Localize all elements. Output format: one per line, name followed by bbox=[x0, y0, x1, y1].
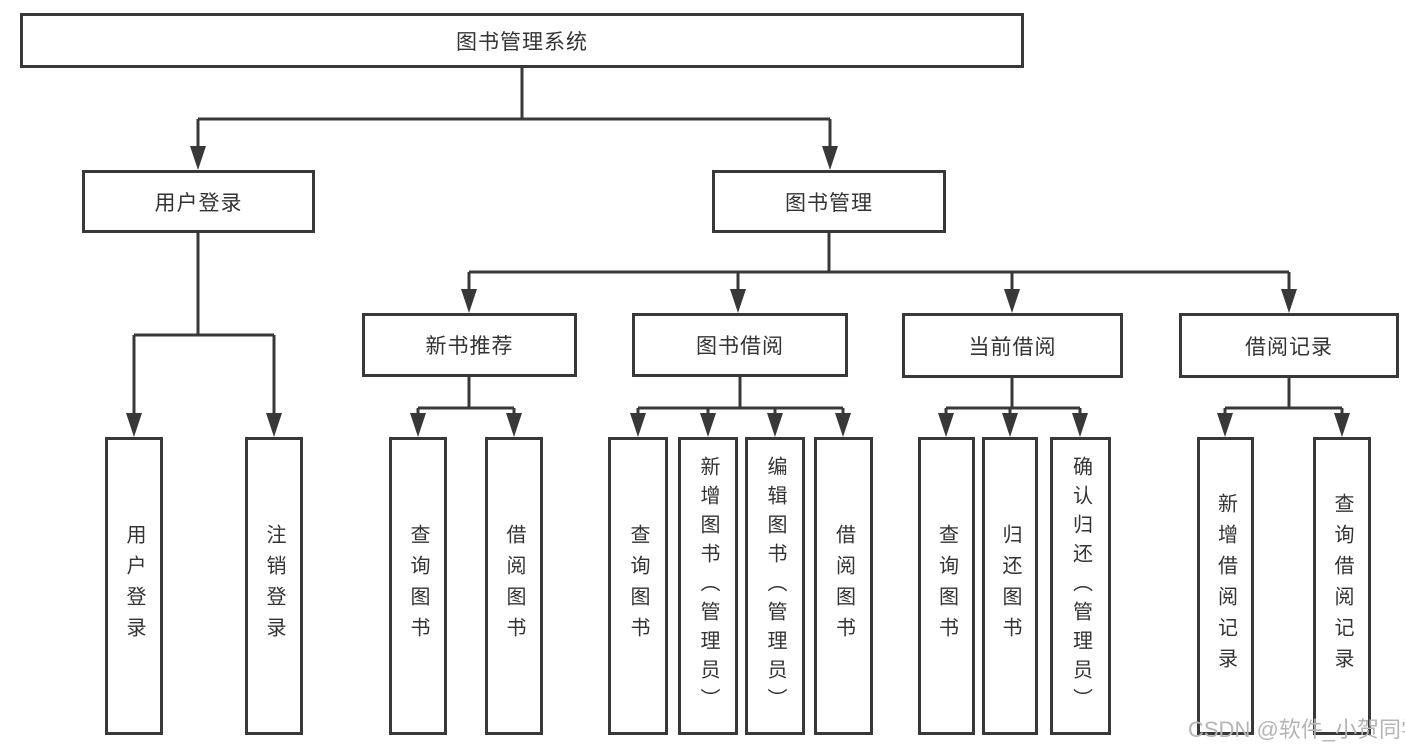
node-new-book-recommend: 新书推荐 bbox=[362, 313, 577, 377]
leaf-user-login: 用户登录 bbox=[105, 437, 163, 735]
leaf-borrowing-query-books: 查询图书 bbox=[608, 437, 668, 735]
arrowhead-icon bbox=[835, 413, 851, 437]
connector-borrowing-records-to-leaves bbox=[1223, 377, 1344, 416]
node-book-borrowing: 图书借阅 bbox=[632, 313, 848, 377]
arrowhead-icon bbox=[938, 413, 954, 437]
arrowhead-icon bbox=[461, 289, 477, 313]
arrowhead-icon bbox=[410, 413, 426, 437]
node-label: 图书管理 bbox=[785, 191, 873, 215]
leaf-label: 查询借阅记录 bbox=[1331, 493, 1353, 679]
arrowhead-icon bbox=[190, 146, 206, 170]
leaf-label: 用户登录 bbox=[123, 524, 145, 648]
connector-book-borrowing-to-leaves bbox=[636, 377, 845, 416]
arrowhead-icon bbox=[700, 413, 716, 437]
arrowhead-icon bbox=[266, 413, 282, 437]
leaf-recommend-borrow-books: 借阅图书 bbox=[485, 437, 543, 735]
arrowhead-icon bbox=[767, 413, 783, 437]
arrowhead-icon bbox=[1281, 289, 1297, 313]
node-user-login: 用户登录 bbox=[82, 170, 315, 233]
leaf-borrowing-borrow-books: 借阅图书 bbox=[814, 437, 873, 735]
leaf-label: 归还图书 bbox=[999, 524, 1021, 648]
node-borrowing-records: 借阅记录 bbox=[1179, 313, 1399, 378]
leaf-current-confirm-return-admin: 确认归还（管理员） bbox=[1050, 437, 1111, 735]
arrowhead-icon bbox=[506, 413, 522, 437]
leaf-label: 注销登录 bbox=[263, 524, 285, 648]
arrowhead-icon bbox=[1217, 413, 1233, 437]
node-label: 当前借阅 bbox=[968, 335, 1057, 359]
arrowhead-icon bbox=[630, 413, 646, 437]
node-book-management: 图书管理 bbox=[712, 170, 946, 233]
leaf-logout: 注销登录 bbox=[245, 437, 303, 735]
leaf-label: 查询图书 bbox=[627, 524, 649, 648]
node-label: 图书管理系统 bbox=[456, 30, 588, 54]
leaf-borrowing-edit-books-admin: 编辑图书（管理员） bbox=[745, 437, 805, 735]
node-label: 借阅记录 bbox=[1245, 335, 1333, 359]
leaf-label: 借阅图书 bbox=[832, 524, 855, 648]
arrowhead-icon bbox=[1072, 413, 1088, 437]
node-label: 新书推荐 bbox=[425, 335, 514, 358]
leaf-label: 查询图书 bbox=[407, 524, 429, 648]
node-current-borrowing: 当前借阅 bbox=[902, 313, 1123, 378]
leaf-records-query-record: 查询借阅记录 bbox=[1313, 437, 1371, 735]
arrowhead-icon bbox=[730, 289, 746, 313]
leaf-label: 借阅图书 bbox=[503, 524, 525, 648]
arrowhead-icon bbox=[1002, 413, 1018, 437]
leaf-records-add-record: 新增借阅记录 bbox=[1197, 437, 1254, 735]
arrowhead-icon bbox=[1334, 413, 1350, 437]
connector-book-management-to-level3 bbox=[467, 233, 1291, 291]
node-root-system: 图书管理系统 bbox=[20, 13, 1024, 68]
csdn-watermark: CSDN @软件_小贺同学 bbox=[1188, 717, 1405, 742]
leaf-label: 新增借阅记录 bbox=[1214, 493, 1237, 679]
leaf-label: 新增图书（管理员） bbox=[697, 455, 719, 717]
leaf-recommend-query-books: 查询图书 bbox=[389, 437, 447, 735]
leaf-borrowing-add-books-admin: 新增图书（管理员） bbox=[678, 437, 738, 735]
arrowhead-icon bbox=[1004, 289, 1020, 313]
connector-user-login-to-leaves bbox=[132, 233, 276, 417]
leaf-label: 确认归还（管理员） bbox=[1069, 455, 1092, 717]
connector-new-book-recommend-to-leaves bbox=[416, 377, 516, 416]
node-label: 用户登录 bbox=[154, 191, 243, 215]
leaf-current-query-books: 查询图书 bbox=[918, 437, 975, 735]
arrowhead-icon bbox=[822, 146, 838, 170]
leaf-current-return-books: 归还图书 bbox=[982, 437, 1038, 735]
connector-root-to-level2 bbox=[196, 68, 832, 150]
leaf-label: 编辑图书（管理员） bbox=[764, 455, 786, 717]
node-label: 图书借阅 bbox=[696, 335, 784, 358]
leaf-label: 查询图书 bbox=[935, 524, 958, 648]
arrowhead-icon bbox=[126, 413, 142, 437]
connector-current-borrowing-to-leaves bbox=[944, 377, 1082, 416]
